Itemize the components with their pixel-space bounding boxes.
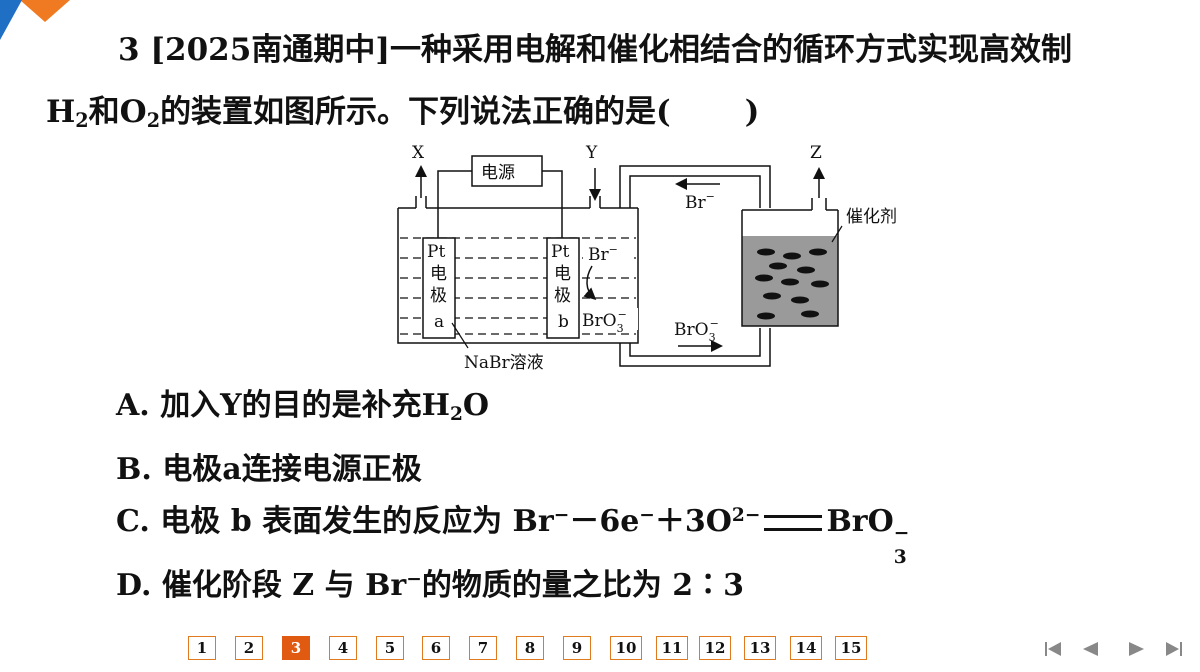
ion-br-inner: Br− — [588, 243, 618, 265]
solution-label: NaBr溶液 — [464, 353, 544, 373]
svg-text:电: 电 — [554, 264, 571, 284]
svg-text:极: 极 — [554, 286, 571, 306]
label-x: X — [412, 143, 425, 163]
svg-text:b: b — [558, 312, 569, 332]
option-b[interactable]: B. 电极a连接电源正极 — [116, 452, 422, 487]
svg-text:电: 电 — [430, 264, 447, 284]
svg-text:a: a — [434, 312, 444, 332]
previous-page-icon[interactable] — [1080, 640, 1100, 658]
electrode-b — [546, 237, 580, 339]
page-12-button[interactable]: 12 — [699, 636, 731, 660]
page-13-button[interactable]: 13 — [744, 636, 776, 660]
page-2-button[interactable]: 2 — [235, 636, 263, 660]
page-9-button[interactable]: 9 — [563, 636, 591, 660]
next-page-icon[interactable] — [1127, 640, 1147, 658]
option-d[interactable]: D. 催化阶段 Z 与 Br−的物质的量之比为 2∶3 — [116, 568, 745, 603]
corner-decoration — [0, 0, 70, 40]
equals-sign — [764, 515, 823, 531]
first-page-icon[interactable] — [1043, 640, 1063, 658]
power-source-label: 电源 — [481, 163, 515, 183]
option-a[interactable]: A. 加入Y的目的是补充H2O — [116, 388, 490, 425]
label-y: Y — [585, 143, 598, 163]
page-11-button[interactable]: 11 — [656, 636, 688, 660]
label-z: Z — [810, 143, 822, 163]
page-7-button[interactable]: 7 — [469, 636, 497, 660]
svg-text:Pt: Pt — [551, 242, 569, 262]
question-line-2: H2和O2的装置如图所示。下列说法正确的是() — [46, 94, 760, 132]
page-3-button[interactable]: 3 — [282, 636, 310, 660]
question-line-1: 3 [2025南通期中]一种采用电解和催化相结合的循环方式实现高效制 — [118, 30, 1200, 70]
page-10-button[interactable]: 10 — [610, 636, 642, 660]
svg-text:极: 极 — [430, 286, 447, 306]
question-text-2: 的装置如图所示。下列说法正确的是( — [160, 94, 671, 130]
last-page-icon[interactable] — [1164, 640, 1184, 658]
ion-br-top: Br− — [685, 190, 715, 213]
catalyst-label: 催化剂 — [846, 207, 897, 227]
ion-bro3-inner: BrO3− — [582, 308, 627, 335]
question-number: 3 — [118, 32, 140, 68]
svg-text:Pt: Pt — [427, 242, 445, 262]
page-4-button[interactable]: 4 — [329, 636, 357, 660]
option-c[interactable]: C. 电极 b 表面发生的反应为 Br−－6e−＋3O2−BrO−3 — [116, 504, 910, 568]
question-source: [2025南通期中] — [150, 32, 390, 68]
electrode-a — [422, 237, 456, 339]
page-15-button[interactable]: 15 — [835, 636, 867, 660]
page-6-button[interactable]: 6 — [422, 636, 450, 660]
page-8-button[interactable]: 8 — [516, 636, 544, 660]
page-5-button[interactable]: 5 — [376, 636, 404, 660]
page-1-button[interactable]: 1 — [188, 636, 216, 660]
apparatus-diagram: 电源 X Y Pt 电 极 a Pt 电 极 b Br− BrO3− NaBr溶… — [397, 143, 897, 373]
ion-bro3-bottom: BrO3− — [674, 317, 719, 344]
page-14-button[interactable]: 14 — [790, 636, 822, 660]
question-text-1: 一种采用电解和催化相结合的循环方式实现高效制 — [390, 32, 1072, 68]
